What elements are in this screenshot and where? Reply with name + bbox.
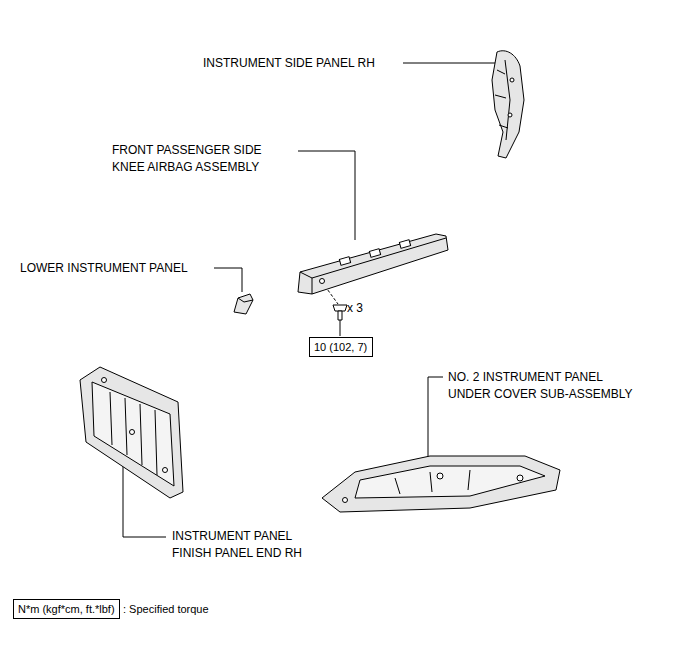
bolt [333, 305, 347, 320]
quantity-label: x 3 [347, 300, 363, 317]
part-name: INSTRUMENT PANEL FINISH PANEL END RH [172, 528, 328, 562]
part-name: FRONT PASSENGER SIDE KNEE AIRBAG ASSEMBL… [112, 142, 290, 176]
knee-airbag [298, 234, 448, 294]
finish-panel [80, 367, 183, 498]
leader-line [403, 63, 497, 64]
part-name: LOWER INSTRUMENT PANEL [20, 260, 188, 277]
lower-panel [234, 294, 253, 314]
bolt-line [340, 320, 341, 336]
legend-sample-box: N*m (kgf*cm, ft.*lbf) [13, 599, 120, 619]
leader-line [298, 151, 355, 240]
torque-box: 10 (102, 7) [309, 337, 373, 357]
box-text: 10 (102, 7) [314, 340, 368, 354]
side-panel [492, 51, 524, 158]
leader-line [214, 268, 242, 292]
under-cover [322, 456, 560, 512]
part-name: INSTRUMENT SIDE PANEL RH [203, 55, 375, 72]
part-name: NO. 2 INSTRUMENT PANEL UNDER COVER SUB-A… [448, 369, 646, 403]
leader-line [428, 377, 443, 462]
box-text: N*m (kgf*cm, ft.*lbf) [18, 602, 115, 616]
legend-text: : Specified torque [123, 602, 209, 616]
